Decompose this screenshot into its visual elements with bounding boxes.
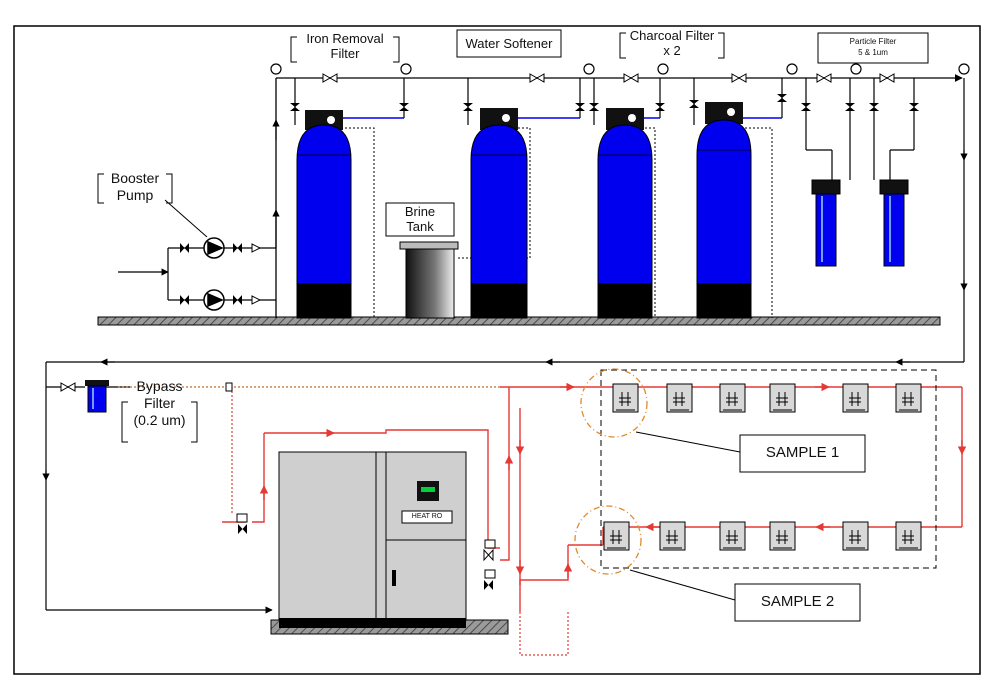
charcoal-filter-label: Charcoal Filter x 2 <box>626 28 718 58</box>
particle-filter-label: Particle Filter 5 & 1um <box>818 36 928 58</box>
main-header-pipe <box>275 74 963 318</box>
sample-2-highlight <box>574 505 642 575</box>
drain-loop-dotted <box>519 612 569 656</box>
drain-dotted-lines <box>345 127 773 318</box>
particle-filter-housings <box>811 179 909 267</box>
particle-filter-line-1: Particle Filter <box>849 37 897 46</box>
brine-tank <box>399 241 459 319</box>
particle-filter-box <box>817 32 929 64</box>
bypass-valve <box>60 382 76 392</box>
booster-pump-line-1: Booster <box>110 170 160 186</box>
pump-callout-line <box>164 199 208 238</box>
bypass-fitting <box>225 382 233 392</box>
drop-valves <box>290 94 919 111</box>
sample-2-callout-line <box>629 569 736 601</box>
bypass-dotted-lines <box>118 386 500 515</box>
brine-tank-line-1: Brine <box>404 204 436 219</box>
pump-valves <box>180 243 242 305</box>
red-arrows <box>259 382 967 578</box>
check-valves <box>251 243 262 305</box>
bypass-filter-line-1: Bypass <box>136 378 183 394</box>
pumps <box>203 237 225 311</box>
iron-removal-line-2: Filter <box>330 46 360 61</box>
heat-ro-label: HEAT RO <box>411 513 443 520</box>
booster-pump-line-2: Pump <box>116 187 154 203</box>
iron-removal-label: Iron Removal Filter <box>300 31 390 61</box>
brine-tank-line-2: Tank <box>406 219 434 234</box>
particle-filter-line-2: 5 & 1um <box>858 48 888 57</box>
sample-1-label: SAMPLE 1 <box>765 444 840 461</box>
bypass-filter-line-3: (0.2 um) <box>133 412 186 428</box>
ro-valves <box>236 513 496 590</box>
water-softener-box <box>456 29 562 58</box>
booster-pump-label: Booster Pump <box>104 170 166 204</box>
sample-2-label: SAMPLE 2 <box>760 593 835 610</box>
sample-valve-marks <box>607 392 918 549</box>
bypass-filter-housing <box>85 380 109 413</box>
brine-tank-box <box>385 202 455 237</box>
charcoal-filter-line-2: x 2 <box>663 43 681 58</box>
iron-removal-tank <box>296 110 352 319</box>
charcoal-tank-1 <box>597 108 653 319</box>
charcoal-tank-2 <box>696 102 752 319</box>
label-brackets <box>97 32 725 443</box>
brine-tank-label: Brine Tank <box>386 204 454 234</box>
charcoal-filter-line-1: Charcoal Filter <box>629 28 715 43</box>
heat-ro-unit <box>270 451 509 635</box>
sample-1-callout-line <box>635 431 741 453</box>
pressure-gauges <box>270 63 970 75</box>
sample-2-box <box>734 583 861 622</box>
booster-pump-assembly <box>118 119 280 301</box>
sample-panel-box <box>600 369 937 569</box>
header-valves <box>322 73 895 83</box>
bypass-filter-line-2: Filter <box>143 395 176 411</box>
water-softener-label: Water Softener <box>465 36 553 51</box>
bypass-filter-label: Bypass Filter (0.2 um) <box>128 378 191 429</box>
frame-border <box>13 25 981 675</box>
return-pipes <box>42 78 968 614</box>
water-softener-tank <box>470 108 528 319</box>
sample-1-highlight <box>580 368 648 438</box>
iron-removal-line-1: Iron Removal <box>306 31 384 46</box>
sample-1-box <box>739 434 866 473</box>
